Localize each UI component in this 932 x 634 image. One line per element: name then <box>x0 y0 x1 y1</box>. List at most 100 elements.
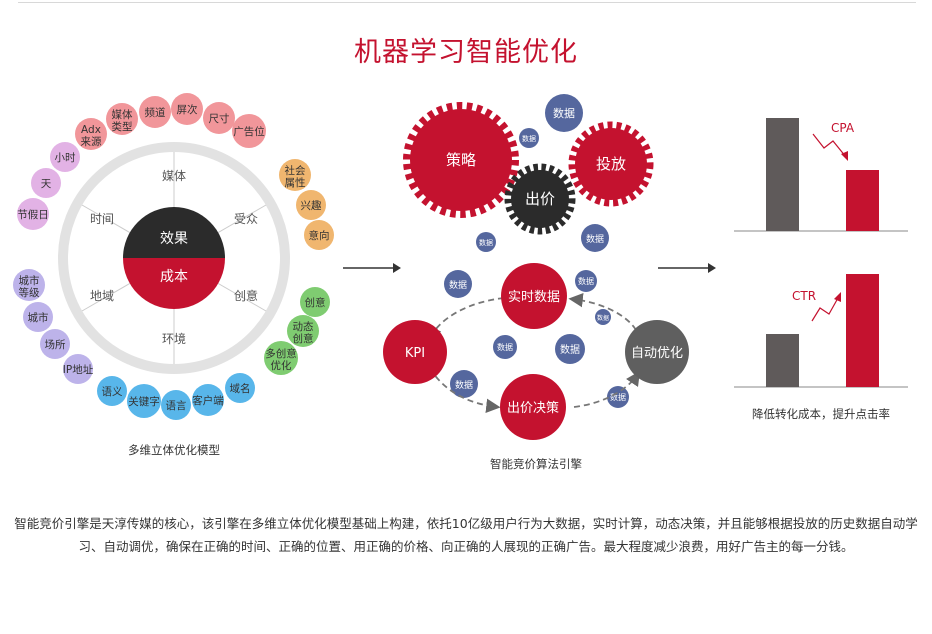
data-label: 数据 <box>522 134 536 143</box>
tag-city-level-line1: 城市 <box>19 274 40 287</box>
tag-city: 城市 <box>28 311 49 324</box>
tag-multi-line2: 优化 <box>271 359 292 372</box>
tag-social-line1: 社会 <box>285 164 306 177</box>
results-caption: 降低转化成本，提升点击率 <box>752 407 890 421</box>
flow-realtime-to-kpi <box>428 297 505 342</box>
tag-ip: IP地址 <box>63 363 94 376</box>
sector-geography: 地域 <box>90 289 114 303</box>
node-auto <box>625 320 689 384</box>
tag-bubble <box>279 159 311 191</box>
tag-bubble <box>203 102 235 134</box>
node-kpi <box>383 320 447 384</box>
engine-caption: 智能竞价算法引擎 <box>490 457 582 471</box>
sector-creative: 创意 <box>234 288 258 303</box>
tag-language: 语言 <box>166 399 187 412</box>
optimization-model: 媒体 受众 创意 环境 地域 时间 效果 成本 <box>58 142 290 374</box>
node-realtime-label: 实时数据 <box>508 290 560 305</box>
data-label: 数据 <box>610 392 626 402</box>
node-decision <box>500 374 566 440</box>
tag-bubble <box>171 93 203 125</box>
tag-adx-line1: Adx <box>81 124 101 136</box>
trend-arrow-head <box>834 292 841 302</box>
sector-environment: 环境 <box>162 331 186 346</box>
tag-bubble <box>75 118 107 150</box>
tag-ad-slot: 广告位 <box>233 125 265 138</box>
tag-bubble <box>161 390 191 420</box>
right-arrow-icon <box>658 263 716 273</box>
cpa-bar-after <box>846 170 879 231</box>
data-label: 数据 <box>553 106 575 120</box>
node-decision-label: 出价决策 <box>507 400 559 416</box>
cpa-bar-before <box>766 118 799 231</box>
tag-bubble <box>232 114 266 148</box>
center-effect-label: 效果 <box>160 231 188 247</box>
tag-domain: 域名 <box>230 382 251 395</box>
cpa-label: CPA <box>831 121 855 135</box>
results-charts: CPA CTR <box>734 118 908 388</box>
tag-size: 尺寸 <box>209 112 230 125</box>
tag-bubble <box>304 220 334 250</box>
tag-intent: 意向 <box>309 229 330 242</box>
flow-decision-to-auto <box>573 371 640 408</box>
top-divider <box>18 2 916 3</box>
tag-bubble <box>63 354 93 384</box>
tag-bubble <box>139 96 171 128</box>
tag-holiday: 节假日 <box>17 208 49 221</box>
data-label: 数据 <box>449 279 467 291</box>
sector-audience: 受众 <box>234 212 258 226</box>
tag-creative: 创意 <box>305 296 326 309</box>
node-realtime <box>501 263 567 329</box>
bidding-engine: 策略 投放 出价 数据 数据 数据 <box>383 94 689 440</box>
data-label: 数据 <box>497 342 513 352</box>
tag-bubble <box>23 302 53 332</box>
flow-auto-to-realtime <box>568 292 637 331</box>
sector-time: 时间 <box>90 212 114 226</box>
tag-multi-line1: 多创意 <box>265 347 297 360</box>
tag-bubble <box>296 190 326 220</box>
gear-icon <box>403 102 519 218</box>
tag-media-type-line1: 媒体 <box>112 108 133 121</box>
tag-bubble <box>13 269 45 301</box>
tag-day: 天 <box>41 178 52 190</box>
data-bubbles <box>444 94 629 408</box>
tag-bubble <box>300 287 330 317</box>
gear-strategy-label: 策略 <box>446 151 476 169</box>
tag-channel: 频道 <box>145 106 166 119</box>
ctr-label: CTR <box>792 289 816 303</box>
gear-icon <box>504 163 576 235</box>
tag-hour: 小时 <box>55 152 76 164</box>
tag-bubble <box>264 341 298 375</box>
effect-half <box>123 207 225 258</box>
flow-kpi-to-decision <box>429 367 501 413</box>
ctr-bar-before <box>766 334 799 387</box>
data-label: 数据 <box>560 343 580 356</box>
tag-city-level-line2: 等级 <box>19 286 40 299</box>
tag-bubble <box>97 376 127 406</box>
center-cost-label: 成本 <box>160 269 188 285</box>
model-caption: 多维立体优化模型 <box>128 443 220 457</box>
tag-bubble <box>17 198 49 230</box>
tag-bubble <box>106 103 138 135</box>
data-label: 数据 <box>455 379 473 391</box>
tag-bubble <box>127 384 161 418</box>
ctr-bar-after <box>846 274 879 387</box>
tag-social-line2: 属性 <box>285 176 306 189</box>
tag-bubble <box>31 168 61 198</box>
tag-adx-line2: 来源 <box>81 135 102 148</box>
gear-bid-label: 出价 <box>525 190 555 208</box>
cost-half <box>123 258 225 309</box>
tag-client: 客户端 <box>192 394 224 407</box>
dimension-tags: Adx 来源 媒体 类型 频道 屏次 尺寸 广告位 小时 天 节假日 社会 属性… <box>13 93 334 420</box>
node-kpi-label: KPI <box>405 346 425 361</box>
gear-delivery-label: 投放 <box>596 155 626 173</box>
right-arrow-icon <box>343 263 401 273</box>
description: 智能竞价引擎是天淳传媒的核心，该引擎在多维立体优化模型基础上构建，依托10亿级用… <box>14 516 918 554</box>
data-bubble-labels: 数据 数据 数据 数据 数据 数据 数据 数据 数据 数据 数据 <box>449 106 626 402</box>
data-label: 数据 <box>597 314 609 322</box>
tag-screen: 屏次 <box>177 103 198 116</box>
tag-dynamic-line2: 创意 <box>293 332 314 345</box>
data-label: 数据 <box>586 233 604 245</box>
tag-media-type-line2: 类型 <box>112 120 133 133</box>
tag-bubble <box>50 142 80 172</box>
trend-arrow-head <box>841 151 848 161</box>
